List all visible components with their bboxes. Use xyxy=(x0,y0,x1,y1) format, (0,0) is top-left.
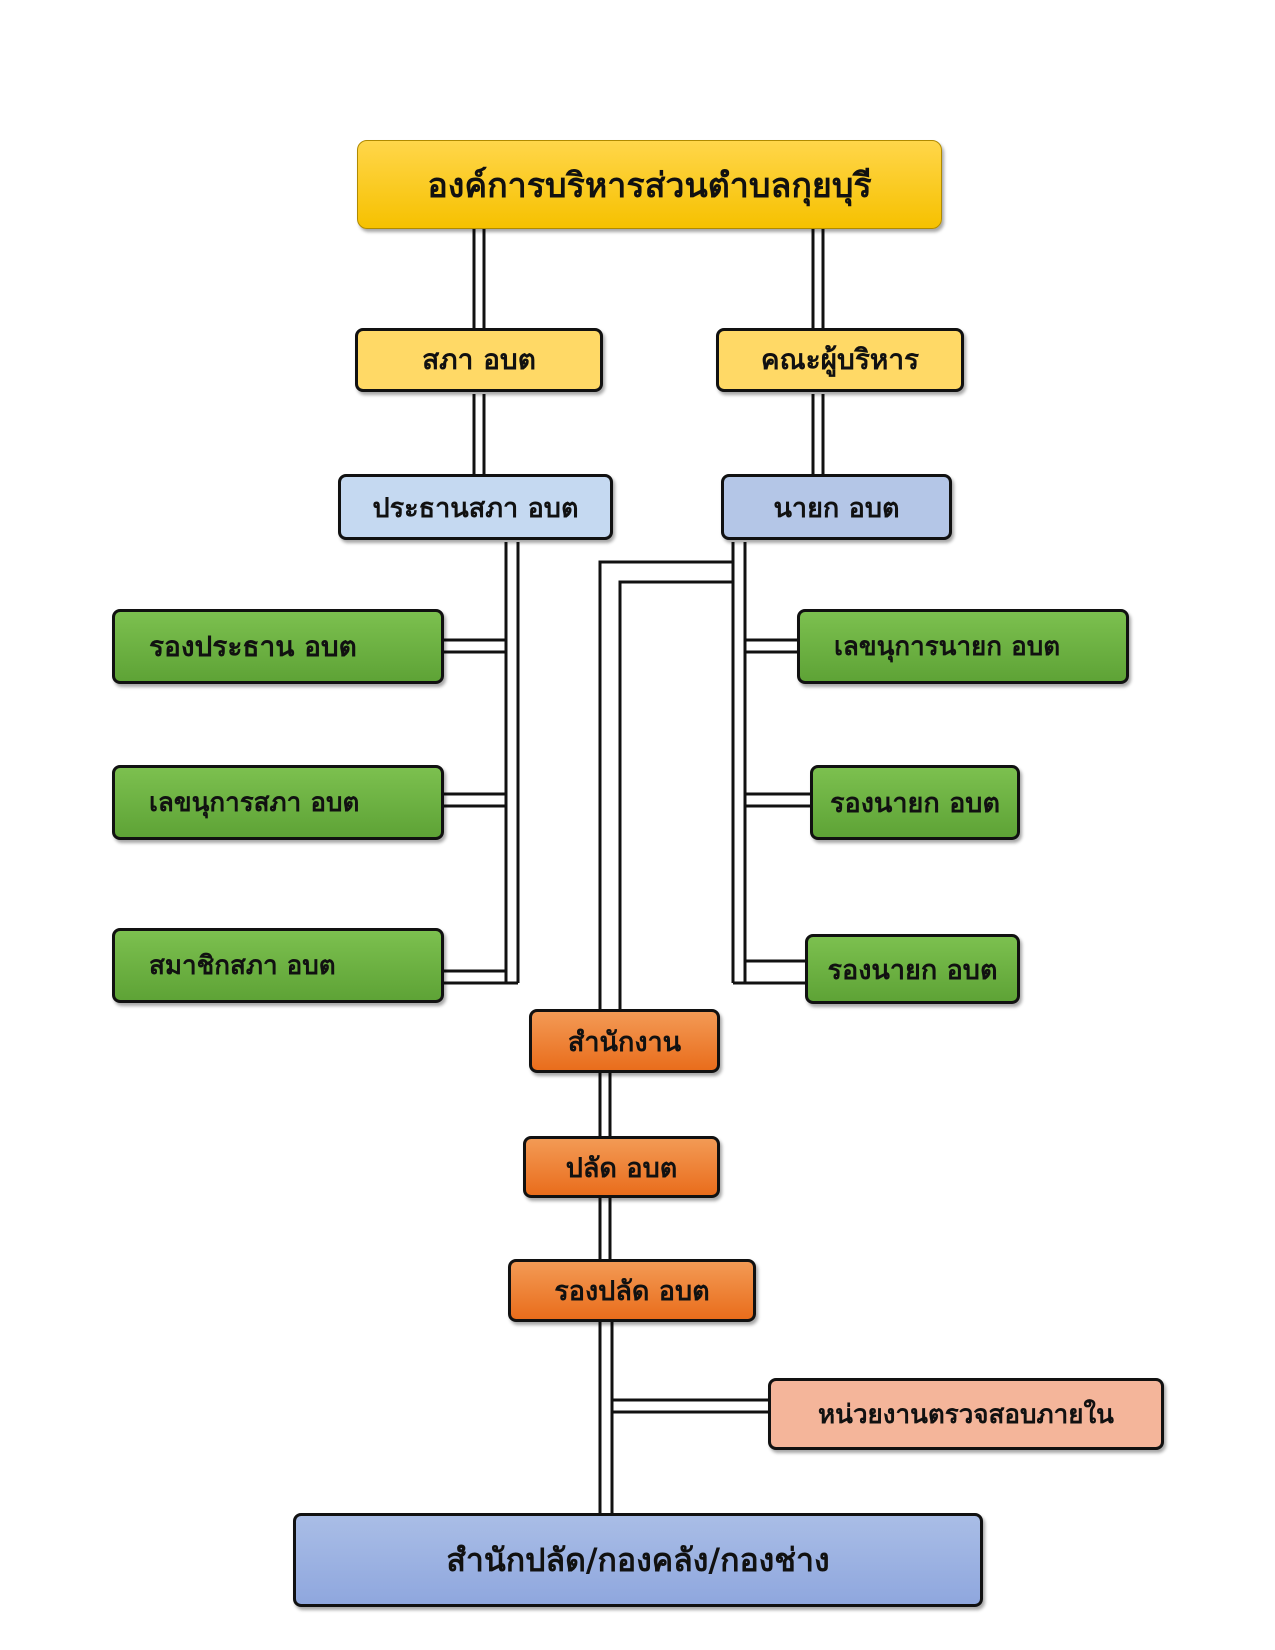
executives-box: คณะผู้บริหาร xyxy=(716,328,964,392)
council-member-box: สมาชิกสภา อบต xyxy=(112,928,444,1003)
council-chair-box: ประธานสภา อบต xyxy=(338,474,613,540)
council-chair-label: ประธานสภา อบต xyxy=(372,492,579,524)
org-title: องค์การบริหารส่วนตำบลกุยบุรี xyxy=(427,165,872,206)
connector-mayor-secretary xyxy=(745,638,800,654)
connector-chair-vice xyxy=(442,638,506,654)
council-box: สภา อบต xyxy=(355,328,603,392)
vice-chair-label: รองประธาน อบต xyxy=(149,629,357,663)
mayor-box: นายก อบต xyxy=(721,474,952,540)
council-member-label: สมาชิกสภา อบต xyxy=(149,951,336,981)
connector-chair-trunk xyxy=(504,542,520,983)
divisions-label: สำนักปลัด/กองคลัง/กองช่าง xyxy=(446,1540,830,1579)
deputy-chief-admin-box: รองปลัด อบต xyxy=(508,1259,756,1322)
deputy-chief-admin-label: รองปลัด อบต xyxy=(554,1276,710,1307)
connector-mayor-trunk xyxy=(731,542,747,983)
mayor-label: นายก อบต xyxy=(773,492,900,524)
chief-admin-label: ปลัด อบต xyxy=(565,1152,678,1184)
connector-mayor-deputy2 xyxy=(733,959,806,985)
connector-council-chair xyxy=(472,394,486,480)
connector-root-executives xyxy=(811,228,825,334)
internal-audit-label: หน่วยงานตรวจสอบภายใน xyxy=(818,1399,1114,1430)
office-box: สำนักงาน xyxy=(529,1009,720,1073)
mayor-secretary-label: เลขนุการนายก อบต xyxy=(834,632,1061,662)
connector-mayor-deputy1 xyxy=(745,792,812,808)
divisions-box: สำนักปลัด/กองคลัง/กองช่าง xyxy=(293,1513,983,1607)
internal-audit-box: หน่วยงานตรวจสอบภายใน xyxy=(768,1378,1164,1450)
connector-executives-mayor xyxy=(811,394,825,480)
connector-office-chief xyxy=(598,1073,612,1137)
connector-chair-secretary xyxy=(442,792,506,808)
council-secretary-label: เลขนุการสภา อบต xyxy=(149,788,360,818)
chief-admin-box: ปลัด อบต xyxy=(523,1136,720,1198)
executives-label: คณะผู้บริหาร xyxy=(760,343,920,376)
connector-deputy-divisions xyxy=(598,1322,614,1514)
org-title-box: องค์การบริหารส่วนตำบลกุยบุรี xyxy=(357,140,942,229)
vice-chair-box: รองประธาน อบต xyxy=(112,609,444,684)
mayor-secretary-box: เลขนุการนายก อบต xyxy=(797,609,1129,684)
council-label: สภา อบต xyxy=(422,343,536,376)
connector-chair-member xyxy=(442,969,518,985)
connector-chief-deputy xyxy=(598,1198,612,1260)
deputy-mayor-box-1: รองนายก อบต xyxy=(810,765,1020,840)
deputy-mayor-label-2: รองนายก อบต xyxy=(827,954,998,986)
connector-deputy-audit xyxy=(612,1398,770,1414)
connector-root-council xyxy=(472,228,486,334)
connector-mayor-office xyxy=(598,560,733,1010)
council-secretary-box: เลขนุการสภา อบต xyxy=(112,765,444,840)
deputy-mayor-label-1: รองนายก อบต xyxy=(830,788,1000,819)
deputy-mayor-box-2: รองนายก อบต xyxy=(805,934,1020,1004)
office-label: สำนักงาน xyxy=(567,1026,682,1058)
